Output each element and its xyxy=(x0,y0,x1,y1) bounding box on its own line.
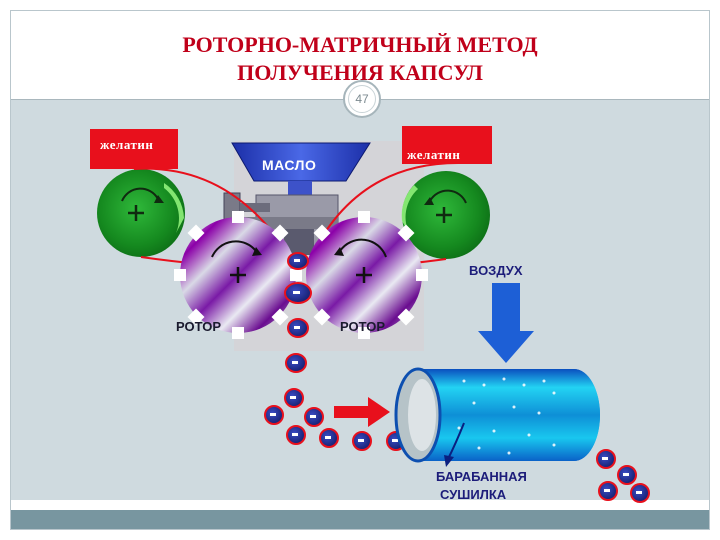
page-title: РОТОРНО-МАТРИЧНЫЙ МЕТОД ПОЛУЧЕНИЯ КАПСУЛ xyxy=(11,31,709,87)
arrow-down-icon xyxy=(478,283,534,363)
roller-left xyxy=(97,169,185,257)
capsule-icon xyxy=(286,425,306,445)
diagram-svg: желатин желатин МАСЛО xyxy=(90,126,650,503)
rotor-gear-right xyxy=(306,211,428,339)
capsule-icon xyxy=(598,481,618,501)
arrow-right-icon xyxy=(334,397,390,427)
oil-label: МАСЛО xyxy=(262,157,316,173)
dryer-label-line-1: БАРАБАННАЯ xyxy=(436,469,527,484)
capsule-icon xyxy=(630,483,650,503)
drum-dryer xyxy=(394,367,600,467)
capsule-icon xyxy=(284,388,304,408)
process-diagram: желатин желатин МАСЛО xyxy=(84,123,652,511)
rotor-label-left: РОТОР xyxy=(176,319,221,334)
title-line-1: РОТОРНО-МАТРИЧНЫЙ МЕТОД xyxy=(182,32,538,57)
capsule-icon xyxy=(264,405,284,425)
capsule-icon xyxy=(617,465,637,485)
gelatin-label-right: желатин xyxy=(402,126,492,164)
roller-right xyxy=(401,171,490,259)
rotor-gear-left xyxy=(174,211,302,339)
capsule-icon xyxy=(304,407,324,427)
capsule-stream xyxy=(264,388,406,451)
rotor-label-right: РОТОР xyxy=(340,319,385,334)
page-number-badge: 47 xyxy=(343,80,381,118)
capsule-column xyxy=(284,252,312,373)
slide-frame xyxy=(10,10,710,530)
capsule-icon xyxy=(319,428,339,448)
footer-band xyxy=(11,510,709,529)
gelatin-label-left-text: желатин xyxy=(100,137,153,152)
gelatin-label-left: желатин xyxy=(90,129,178,169)
gelatin-label-right-text: желатин xyxy=(407,147,460,162)
capsule-exit xyxy=(596,449,650,503)
capsule-icon xyxy=(596,449,616,469)
air-label: ВОЗДУХ xyxy=(469,263,523,278)
dryer-label-line-2: СУШИЛКА xyxy=(440,487,507,502)
capsule-icon xyxy=(352,431,372,451)
oil-hopper: МАСЛО xyxy=(231,142,371,195)
